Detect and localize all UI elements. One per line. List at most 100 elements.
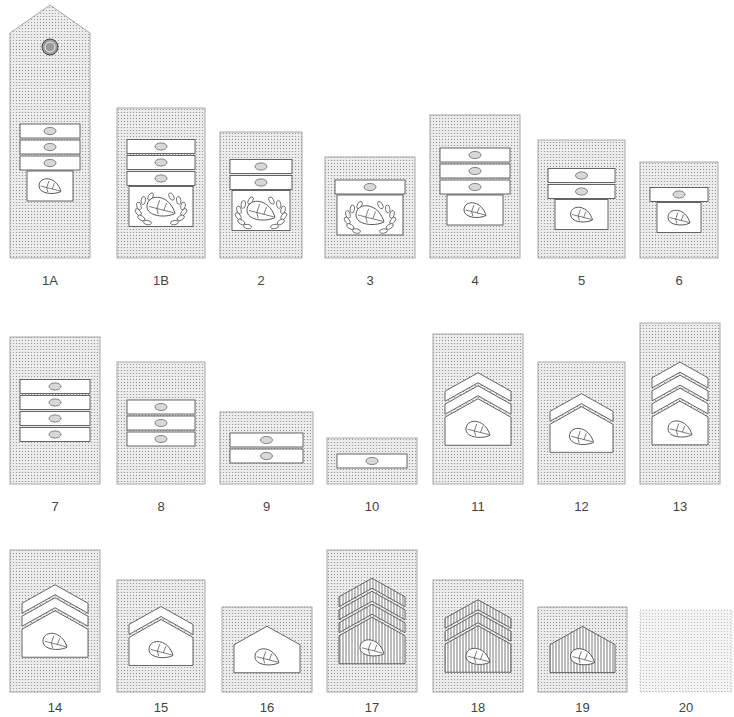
rank-bar: [127, 140, 195, 154]
leaf-emblem: [43, 633, 67, 649]
leaf-vein: [572, 210, 591, 221]
leaf-patch: [27, 171, 73, 201]
rank-bar: [230, 449, 303, 463]
figure-number: 7: [51, 500, 58, 513]
board-outline: [538, 140, 625, 258]
rank-bar: [127, 400, 195, 414]
leaf-vein: [41, 181, 60, 192]
bar-emblem: [255, 163, 267, 170]
board-outline: [325, 157, 415, 258]
shoulder-board: [10, 337, 100, 484]
bar-emblem: [255, 179, 267, 186]
bar-emblem: [49, 383, 61, 390]
board-outline: [433, 334, 523, 484]
wreath-leaf: [143, 220, 152, 226]
board-outline: [117, 580, 205, 692]
bar-emblem: [49, 399, 61, 406]
bar-emblem: [576, 188, 588, 195]
bar-emblem: [366, 457, 378, 464]
rank-bar: [230, 160, 292, 174]
leaf-vein: [249, 204, 274, 218]
figure-number: 1A: [42, 274, 58, 287]
bar-emblem: [576, 172, 588, 179]
leaf-emblem: [149, 642, 173, 658]
shoulder-board: [220, 132, 302, 258]
leaf-emblem: [360, 640, 384, 656]
shoulder-board: [327, 438, 417, 484]
figure-number: 15: [154, 701, 168, 714]
leaf-emblem: [571, 207, 593, 222]
leaf-emblem: [570, 428, 594, 444]
leaf-patch: [550, 407, 613, 453]
leaf-vein: [670, 213, 689, 224]
rank-bar: [548, 169, 615, 183]
wreath-leaf: [168, 192, 176, 201]
leaf-patch: [445, 626, 511, 672]
rank-bar: [335, 180, 405, 194]
rank-bar: [20, 140, 80, 154]
rank-bar: [20, 124, 80, 138]
board-outline: [220, 132, 302, 258]
wreath-leaf: [270, 224, 279, 230]
figure-number: 14: [48, 701, 62, 714]
rank-bar: [127, 156, 195, 170]
leaf-emblem: [466, 648, 490, 664]
figure-number: 6: [675, 274, 682, 287]
leaf-patch: [232, 191, 290, 231]
figure-number: 5: [578, 274, 585, 287]
figure-number: 16: [260, 701, 274, 714]
figure-number: 9: [263, 500, 270, 513]
rank-bar: [127, 416, 195, 430]
leaf-patch: [129, 620, 193, 666]
shoulder-board: [433, 580, 523, 692]
shoulder-board: [538, 607, 627, 692]
wreath-leaf: [379, 228, 388, 234]
leaf-patch: [445, 399, 511, 445]
leaf-vein: [468, 651, 489, 663]
leaf-vein: [466, 205, 485, 216]
figure-number: 18: [471, 701, 485, 714]
leaf-vein: [670, 423, 691, 435]
rank-bar: [440, 180, 510, 194]
rank-bar: [230, 176, 292, 190]
rank-bar: [20, 380, 90, 394]
rank-bar: [20, 156, 80, 170]
shoulder-board: [640, 323, 720, 484]
wreath-leaf: [170, 220, 179, 226]
board-outline: [10, 550, 100, 692]
figure-number: 3: [366, 274, 373, 287]
board-outline: [538, 607, 627, 692]
leaf-vein: [571, 431, 592, 443]
shoulder-board: [433, 334, 523, 484]
leaf-emblem: [571, 649, 595, 665]
bar-emblem: [155, 143, 167, 150]
rank-bar: [440, 148, 510, 162]
shoulder-board: [538, 362, 625, 484]
leaf-vein: [45, 636, 66, 648]
bar-emblem: [44, 127, 56, 134]
rank-bar: [337, 454, 407, 468]
wreath-leaf: [377, 201, 385, 210]
bar-emblem: [469, 167, 481, 174]
figure-number: 19: [575, 701, 589, 714]
rank-bar: [127, 432, 195, 446]
leaf-emblem: [255, 649, 279, 665]
leaf-emblem: [356, 206, 384, 225]
figure-number: 13: [673, 500, 687, 513]
shoulder-board: [640, 162, 718, 258]
board-button-ring: [45, 42, 55, 52]
board-outline: [117, 362, 205, 484]
figure-number: 4: [471, 274, 478, 287]
leaf-vein: [151, 644, 172, 656]
leaf-patch: [447, 195, 503, 225]
wreath-leaf: [350, 205, 355, 214]
rank-bar: [230, 433, 303, 447]
leaf-emblem: [668, 421, 692, 437]
figure-number: 17: [365, 701, 379, 714]
rank-bar: [650, 188, 708, 202]
rank-bar: [548, 185, 615, 199]
leaf-emblem: [39, 179, 61, 194]
shoulder-board: [538, 140, 625, 258]
shoulder-board: [325, 157, 415, 258]
leaf-emblem: [247, 201, 275, 220]
